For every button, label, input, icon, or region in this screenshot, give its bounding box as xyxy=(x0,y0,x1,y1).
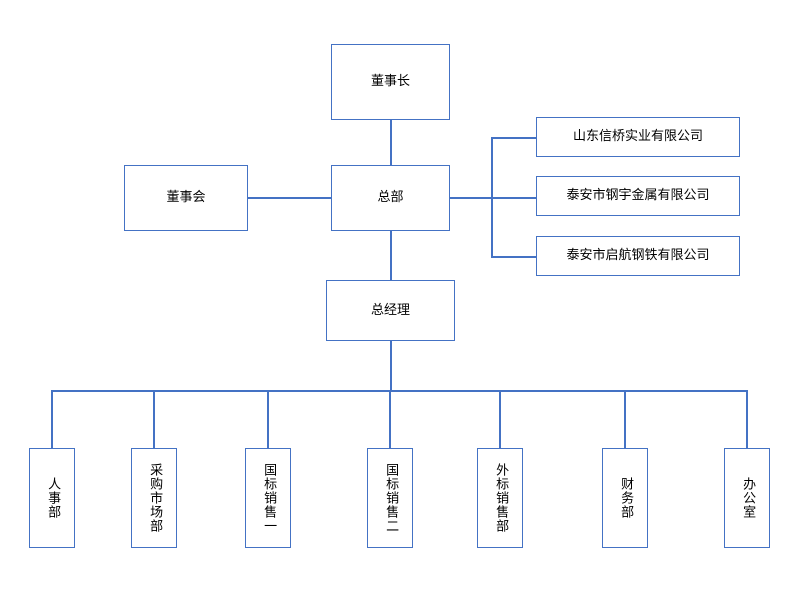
connector-hq-to-subs-stem xyxy=(450,197,492,199)
connector-drop-purchase xyxy=(153,390,155,448)
connector-drop-finance xyxy=(624,390,626,448)
connector-bus-to-sub1 xyxy=(491,137,536,139)
connector-chairman-to-hq xyxy=(390,120,392,165)
node-dept-export[interactable]: 外标销售部 xyxy=(477,448,523,548)
connector-hq-to-gm xyxy=(390,231,392,280)
node-dept-sales1[interactable]: 国标销售一 xyxy=(245,448,291,548)
node-dept-office[interactable]: 办公室 xyxy=(724,448,770,548)
node-chairman[interactable]: 董事长 xyxy=(331,44,450,120)
connector-gm-to-bus xyxy=(390,341,392,391)
node-headquarters[interactable]: 总部 xyxy=(331,165,450,231)
node-dept-hr[interactable]: 人事部 xyxy=(29,448,75,548)
connector-board-to-hq xyxy=(248,197,331,199)
node-dept-finance[interactable]: 财务部 xyxy=(602,448,648,548)
node-dept-purchase[interactable]: 采购市场部 xyxy=(131,448,177,548)
connector-bus-to-sub3 xyxy=(491,256,536,258)
connector-drop-sales1 xyxy=(267,390,269,448)
node-gm[interactable]: 总经理 xyxy=(326,280,455,341)
connector-bus-to-sub2 xyxy=(491,197,536,199)
node-sub3[interactable]: 泰安市启航钢铁有限公司 xyxy=(536,236,740,276)
connector-drop-sales2 xyxy=(389,390,391,448)
node-sub1[interactable]: 山东信桥实业有限公司 xyxy=(536,117,740,157)
connector-dept-bus xyxy=(51,390,748,392)
node-sub2[interactable]: 泰安市钢宇金属有限公司 xyxy=(536,176,740,216)
node-dept-sales2[interactable]: 国标销售二 xyxy=(367,448,413,548)
node-board[interactable]: 董事会 xyxy=(124,165,248,231)
connector-drop-office xyxy=(746,390,748,448)
connector-drop-hr xyxy=(51,390,53,448)
connector-drop-export xyxy=(499,390,501,448)
